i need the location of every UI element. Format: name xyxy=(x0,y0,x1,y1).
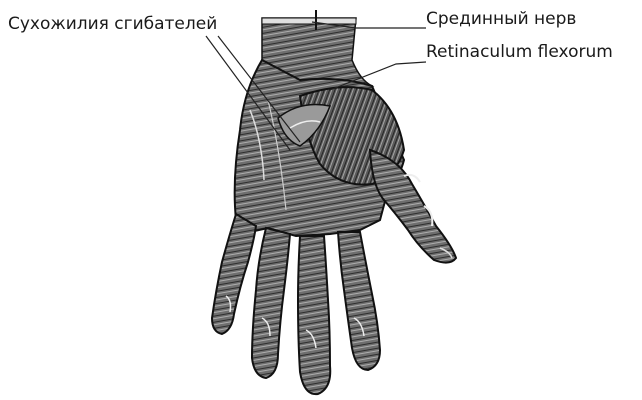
label-retinaculum-flexorum: Retinaculum flexorum xyxy=(426,42,613,62)
label-flexor-tendons: Сухожилия сгибателей xyxy=(8,14,217,34)
little-finger xyxy=(338,232,380,370)
index-finger xyxy=(212,214,256,334)
ring-finger xyxy=(298,236,330,394)
middle-finger xyxy=(252,228,290,378)
palm xyxy=(235,60,404,236)
label-median-nerve: Срединный нерв xyxy=(426,9,576,29)
